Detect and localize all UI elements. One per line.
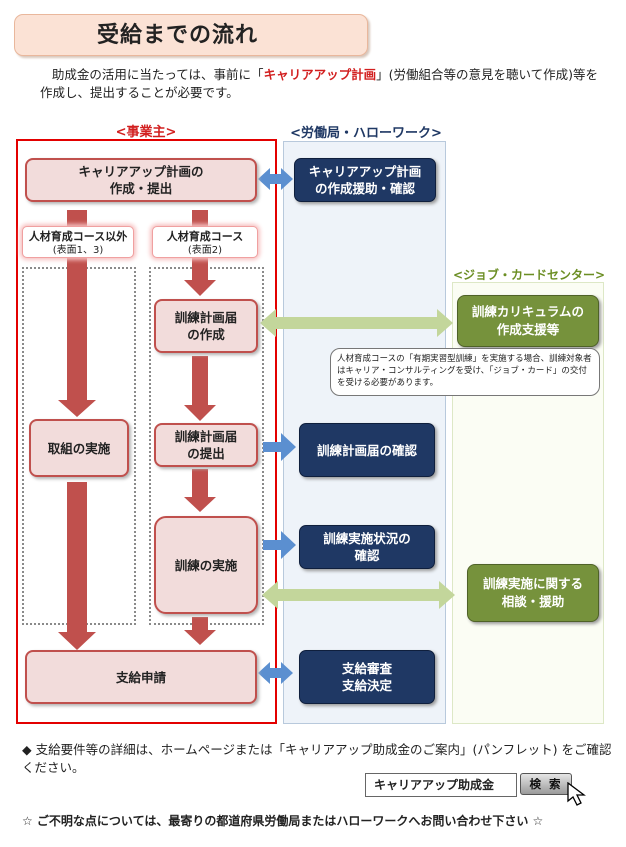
decision-line1: 支給審査 bbox=[341, 661, 392, 676]
payment-request-text: 支給申請 bbox=[115, 669, 166, 685]
training-plan-create-box: 訓練計画届の作成 bbox=[154, 299, 258, 353]
training-impl-box: 訓練の実施 bbox=[154, 516, 258, 614]
arrow-down-left-2 bbox=[58, 482, 96, 650]
search-button[interactable]: 検 索 bbox=[520, 773, 572, 795]
arrow-down-hr-4 bbox=[184, 617, 216, 645]
training-impl-text: 訓練の実施 bbox=[174, 557, 238, 573]
career-plan-create-box: キャリアアップ計画の作成・提出 bbox=[25, 158, 257, 202]
payment-decision-box: 支給審査支給決定 bbox=[299, 650, 435, 704]
decision-line2: 支給決定 bbox=[341, 678, 392, 693]
training-plan-submit-line1: 訓練計画届 bbox=[174, 429, 238, 444]
consult-line2: 相談・援助 bbox=[501, 594, 565, 609]
plan-support-line2: の作成援助・確認 bbox=[314, 181, 415, 196]
status-check-line2: 確認 bbox=[354, 548, 380, 563]
employer-column bbox=[16, 139, 277, 724]
curriculum-line1: 訓練カリキュラムの bbox=[471, 304, 585, 319]
plan-support-line1: キャリアアップ計画 bbox=[308, 164, 422, 179]
intro-before: 助成金の活用に当たっては、事前に「 bbox=[51, 67, 264, 82]
training-plan-create-line1: 訓練計画届 bbox=[174, 310, 238, 325]
plan-support-box: キャリアアップ計画の作成援助・確認 bbox=[294, 158, 436, 202]
search-input[interactable]: キャリアアップ助成金 bbox=[365, 773, 517, 797]
blue-arrow-status bbox=[263, 531, 296, 559]
course-hr-label: 人材育成コース (表面2) bbox=[152, 226, 258, 258]
blue-arrow-payment bbox=[258, 662, 293, 684]
arrow-down-hr-3 bbox=[184, 469, 216, 512]
course-hr-sub: (表面2) bbox=[187, 245, 223, 256]
course-other-label: 人材育成コース以外 (表面1、3) bbox=[22, 226, 134, 258]
course-other-sub: (表面1、3) bbox=[52, 245, 104, 256]
arrow-down-hr-2 bbox=[184, 356, 216, 421]
course-hr-text: 人材育成コース bbox=[166, 230, 244, 243]
blue-arrow-submit bbox=[263, 433, 296, 461]
contact-text: ☆ ご不明な点については、最寄りの都道府県労働局またはハローワークへお問い合わせ… bbox=[22, 814, 544, 828]
curriculum-support-box: 訓練カリキュラムの作成支援等 bbox=[457, 295, 599, 347]
intro-after: 」(労働組合等の意見を聴いて作成)等を作成し、提出することが必要です。 bbox=[40, 67, 598, 100]
plan-check-text: 訓練計画届の確認 bbox=[316, 442, 417, 458]
intro-highlight: キャリアアップ計画 bbox=[263, 67, 377, 82]
green-arrow-consult bbox=[262, 581, 455, 609]
status-check-line1: 訓練実施状況の bbox=[323, 531, 411, 546]
arrow-down-left-1 bbox=[58, 210, 96, 417]
career-plan-line1: キャリアアップ計画の bbox=[78, 164, 204, 179]
training-plan-create-line2: の作成 bbox=[187, 327, 225, 342]
training-plan-submit-line2: の提出 bbox=[187, 446, 225, 461]
payment-request-box: 支給申請 bbox=[25, 650, 257, 704]
cursor-icon bbox=[567, 782, 586, 806]
implementation-box: 取組の実施 bbox=[29, 419, 129, 477]
implementation-text: 取組の実施 bbox=[47, 440, 111, 456]
consult-support-box: 訓練実施に関する相談・援助 bbox=[467, 564, 599, 622]
jobcard-note: 人材育成コースの「有期実習型訓練」を実施する場合、訓練対象者はキャリア・コンサル… bbox=[330, 348, 600, 396]
blue-arrow-plan bbox=[258, 168, 293, 190]
details-text: ◆ 支給要件等の詳細は、ホームページまたは「キャリアアップ助成金のご案内」(パン… bbox=[22, 742, 612, 775]
jobcard-column-header: <ジョブ・カードセンター> bbox=[452, 268, 606, 282]
labor-column-header: <労働局・ハローワーク> bbox=[290, 126, 442, 141]
career-plan-line2: 作成・提出 bbox=[109, 181, 173, 196]
consult-line1: 訓練実施に関する bbox=[482, 576, 583, 591]
curriculum-line2: 作成支援等 bbox=[496, 322, 560, 337]
intro-text: 助成金の活用に当たっては、事前に「キャリアアップ計画」(労働組合等の意見を聴いて… bbox=[40, 66, 610, 102]
plan-check-box: 訓練計画届の確認 bbox=[299, 423, 435, 477]
page-title: 受給までの流れ bbox=[14, 14, 368, 56]
course-other-text: 人材育成コース以外 bbox=[28, 230, 128, 243]
employer-column-header: <事業主> bbox=[115, 125, 177, 140]
training-plan-submit-box: 訓練計画届の提出 bbox=[154, 423, 258, 467]
status-check-box: 訓練実施状況の確認 bbox=[299, 525, 435, 569]
green-arrow-curriculum bbox=[260, 309, 453, 337]
